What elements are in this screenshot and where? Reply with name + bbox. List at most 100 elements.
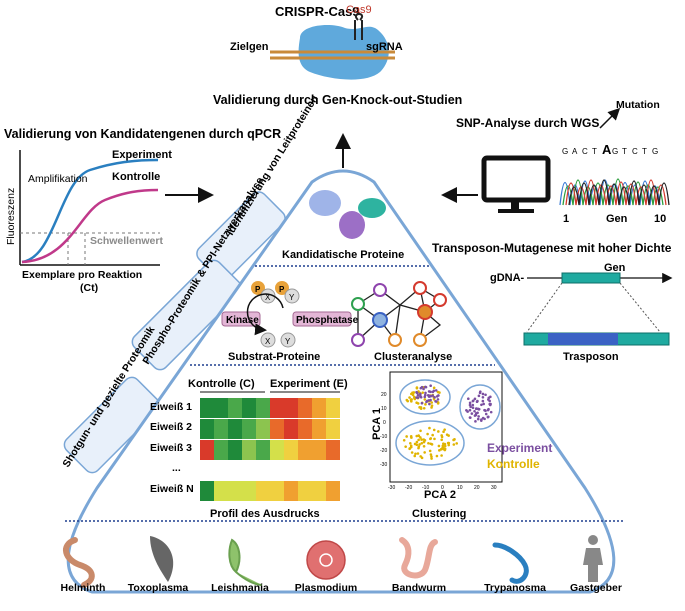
pca-point (474, 407, 478, 410)
heatmap-cell (326, 481, 340, 501)
chromatogram-black (568, 179, 670, 206)
pca-point (440, 447, 444, 451)
pca-point (414, 452, 417, 456)
pca-point (484, 393, 487, 397)
pca-point (423, 451, 426, 454)
pca-point (430, 401, 434, 404)
heat-control-label: Kontrolle (C) (188, 378, 255, 390)
heatmap-grid (200, 398, 340, 501)
heatmap-cell (200, 419, 214, 439)
pca-point (420, 438, 423, 441)
pca-point (473, 397, 477, 401)
pca-point (484, 412, 488, 416)
mutation-label: Mutation (616, 99, 660, 111)
qpcr-x-label: Exemplare pro Reaktion (22, 269, 142, 281)
sequence-base: T (592, 147, 597, 156)
snp-title: SNP-Analyse durch WGS (456, 116, 599, 130)
pca-point (440, 438, 444, 442)
protein-row-label: Eiweiß 3 (150, 442, 192, 454)
shotgun-tab[interactable] (61, 374, 163, 476)
phospho-p-label: P (255, 285, 261, 294)
pca-ytick: -30 (380, 462, 387, 468)
pca-point (423, 439, 427, 442)
chromatogram-red (565, 179, 667, 206)
organism-label: Plasmodium (295, 582, 357, 594)
heatmap-cell (214, 440, 228, 460)
pca-point (452, 438, 455, 442)
pca-point (432, 428, 436, 432)
crispr-section: CRISPR-Cas9 Cas9 Zielgen sgRNA Validieru… (213, 4, 462, 107)
pca-point (417, 446, 420, 450)
pca-point (429, 395, 433, 398)
pca-point (416, 452, 420, 455)
pca-point (483, 408, 486, 412)
pca-point (480, 418, 483, 421)
pca-point (476, 411, 479, 415)
pca-point (410, 451, 414, 454)
heatmap-cell (256, 481, 270, 501)
network-node (351, 333, 365, 347)
transposon-section: Transposon-Mutagenese mit hoher Dichte g… (432, 241, 673, 363)
pca-ytick: 0 (383, 420, 386, 426)
helminth-icon (63, 537, 95, 588)
pca-point (488, 399, 491, 403)
pca-point (436, 398, 440, 401)
knockout-validation-title: Validierung durch Gen-Knock-out-Studien (213, 93, 462, 107)
toxoplasma-icon (150, 536, 174, 582)
pca-point (472, 399, 475, 402)
pca-point (446, 441, 450, 445)
pca-point (419, 407, 423, 410)
pca-point (419, 392, 422, 396)
pca-point (424, 391, 427, 395)
sequence-base: A (572, 147, 578, 156)
pca-point (426, 393, 430, 397)
pca-point (413, 396, 416, 400)
pca-point (409, 441, 412, 445)
pca-point (471, 406, 475, 410)
pca-point (474, 413, 478, 417)
pca-point (435, 454, 439, 458)
network-node (417, 304, 433, 320)
leishmania-icon (228, 538, 263, 586)
gdna-label: gDNA- (490, 272, 525, 284)
substrate-y-2 (280, 332, 296, 348)
pca-point (429, 437, 433, 440)
pca-point (415, 443, 419, 447)
substrate-y (284, 288, 300, 304)
network-node (433, 293, 447, 307)
threshold-label: Schwellenwert (90, 235, 163, 247)
heatmap-cell (284, 481, 298, 501)
organism-label: Leishmania (211, 582, 269, 594)
heatmap-cell (270, 419, 284, 439)
heatmap-cell (256, 419, 270, 439)
pca-point (410, 436, 413, 439)
pca-ytick: -20 (380, 448, 387, 454)
heatmap-cell (270, 440, 284, 460)
pca-point (434, 389, 438, 392)
pca-point (419, 436, 422, 439)
pca-point (422, 387, 425, 391)
target-gene-label: Zielgen (230, 41, 269, 53)
phospho-tab[interactable] (129, 257, 245, 373)
pca-point (427, 390, 431, 393)
pca-point (471, 403, 475, 407)
pca-point (442, 442, 445, 445)
profile-label: Profil des Ausdrucks (210, 508, 320, 520)
pca-point (476, 399, 479, 403)
heatmap-cell (312, 419, 326, 439)
pca-point (416, 402, 420, 405)
pca-xtick: -20 (405, 485, 412, 491)
heatmap-cell (284, 419, 298, 439)
pca-point (423, 395, 427, 399)
cluster-ellipse (395, 420, 465, 466)
tapeworm-icon (399, 537, 438, 579)
substrate-x2-label: X (265, 337, 271, 346)
legend-experiment: Experiment (487, 441, 552, 455)
heatmap-cell (242, 419, 256, 439)
pca-point (477, 394, 481, 398)
pca-point (470, 412, 474, 415)
pca-points (402, 384, 493, 460)
pca-point (420, 401, 424, 405)
pca-point (421, 391, 425, 394)
